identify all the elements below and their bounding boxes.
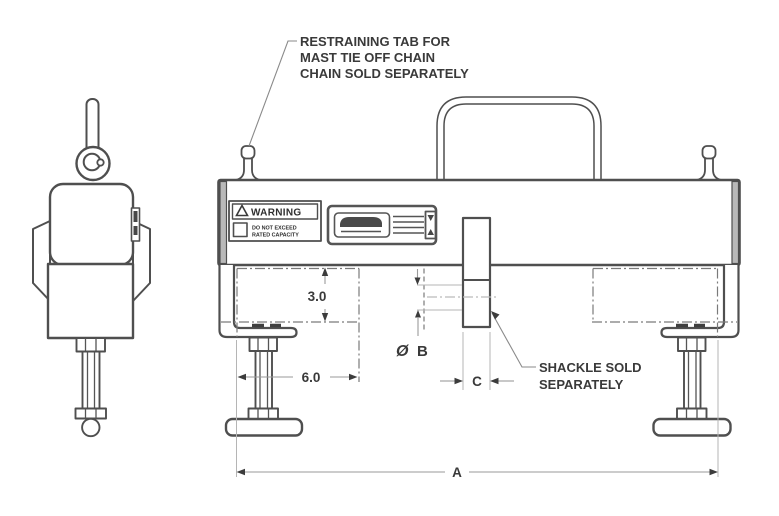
bracket-right (660, 265, 740, 339)
side-foot-ball (81, 417, 101, 438)
side-label-edge (130, 207, 141, 242)
dim-B: Ø B (396, 269, 462, 360)
svg-text:CHAIN SOLD SEPARATELY: CHAIN SOLD SEPARATELY (300, 66, 469, 81)
warning-line1: DO NOT EXCEED (252, 226, 297, 232)
phantom-position-lines (221, 267, 737, 382)
svg-text:B: B (417, 343, 428, 360)
dim-C: C (440, 332, 514, 390)
dim-6-0: 6.0 (237, 370, 358, 385)
beam-end-cap-right (731, 180, 740, 265)
svg-text:SEPARATELY: SEPARATELY (539, 377, 624, 392)
beam-end-cap-left (219, 180, 228, 265)
leg-left (224, 336, 304, 437)
label-cert-icon (424, 210, 437, 240)
side-pin-tip (96, 158, 105, 167)
note-shackle: SHACKLE SOLD SEPARATELY (491, 311, 642, 392)
restraining-tab-left (235, 145, 261, 181)
svg-text:A: A (452, 465, 462, 480)
svg-text:SHACKLE SOLD: SHACKLE SOLD (539, 360, 642, 375)
foot-left (224, 417, 304, 437)
label-text-lines (393, 215, 424, 234)
side-leg (74, 337, 107, 438)
svg-text:C: C (472, 374, 482, 389)
front-view: WARNING DO NOT EXCEED RATED CAPACITY (217, 96, 741, 437)
side-view (32, 98, 151, 438)
warning-triangle-icon (235, 203, 249, 217)
bracket-left (218, 265, 298, 339)
brand-logo-icon (340, 217, 382, 227)
shackle (461, 216, 492, 329)
side-label-edge-mark (133, 211, 138, 222)
foot-right (652, 417, 732, 437)
svg-text:Ø: Ø (396, 343, 409, 360)
warning-label: WARNING DO NOT EXCEED RATED CAPACITY (228, 200, 322, 242)
svg-text:MAST TIE OFF CHAIN: MAST TIE OFF CHAIN (300, 50, 435, 65)
dim-A: A (236, 340, 719, 480)
leg-right (652, 336, 732, 437)
note-restraining-tab: RESTRAINING TAB FOR MAST TIE OFF CHAIN C… (248, 34, 469, 147)
side-body (48, 182, 135, 267)
annotations: RESTRAINING TAB FOR MAST TIE OFF CHAIN C… (248, 34, 642, 392)
side-block (46, 262, 135, 340)
handle (436, 96, 602, 181)
restraining-tab-right (696, 145, 722, 181)
dimensions: 3.0 6.0 A Ø B (236, 267, 719, 480)
brand-label (326, 204, 438, 246)
svg-text:6.0: 6.0 (302, 370, 321, 385)
side-label-edge-mark2 (133, 226, 138, 235)
svg-text:3.0: 3.0 (308, 289, 327, 304)
warning-line2: RATED CAPACITY (252, 233, 299, 239)
warning-title: WARNING (251, 208, 301, 219)
svg-text:RESTRAINING TAB FOR: RESTRAINING TAB FOR (300, 34, 451, 49)
dim-3-0: 3.0 (308, 267, 329, 322)
